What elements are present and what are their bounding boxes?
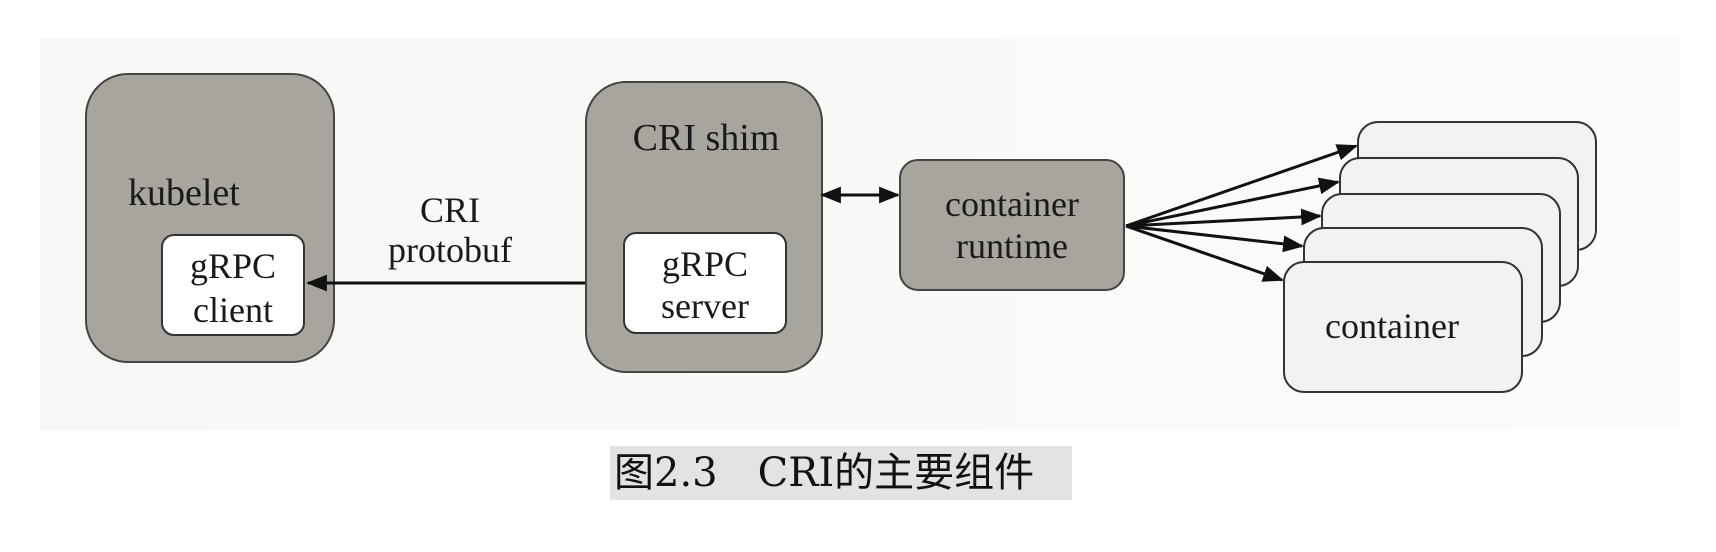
runtime-container-arrows xyxy=(1125,144,1358,282)
grpc-server-label-line1: gRPC xyxy=(662,244,748,284)
fanout-arrow-4 xyxy=(1125,224,1305,253)
cri-protobuf-connector: CRI protobuf xyxy=(305,190,623,292)
runtime-label-line2: runtime xyxy=(956,226,1068,266)
figure-caption: 图2.3 CRI的主要组件 xyxy=(610,446,1072,500)
grpc-client-box: gRPC client xyxy=(161,234,305,336)
grpc-client-label-line2: client xyxy=(193,290,273,330)
container-label: container xyxy=(1325,306,1459,346)
kubelet-box: kubelet gRPC client xyxy=(85,73,335,363)
fanout-arrow-2 xyxy=(1125,177,1341,228)
container-runtime-box: container runtime xyxy=(899,159,1125,291)
connector-label-line2: protobuf xyxy=(388,230,512,270)
cri-shim-box: CRI shim gRPC server xyxy=(585,81,823,373)
fanout-arrow-5 xyxy=(1125,224,1284,282)
runtime-label-line1: container xyxy=(945,184,1079,224)
connector-label-line1: CRI xyxy=(420,190,480,230)
container-stack: container xyxy=(1283,121,1597,393)
grpc-server-label-line2: server xyxy=(661,286,749,326)
fanout-arrow-3 xyxy=(1125,208,1323,228)
fanout-arrow-1 xyxy=(1125,144,1358,228)
cri-shim-label: CRI shim xyxy=(633,117,780,159)
grpc-client-label-line1: gRPC xyxy=(190,246,276,286)
grpc-server-box: gRPC server xyxy=(623,232,787,334)
kubelet-label: kubelet xyxy=(128,172,240,214)
container-box-1 xyxy=(1283,261,1523,393)
